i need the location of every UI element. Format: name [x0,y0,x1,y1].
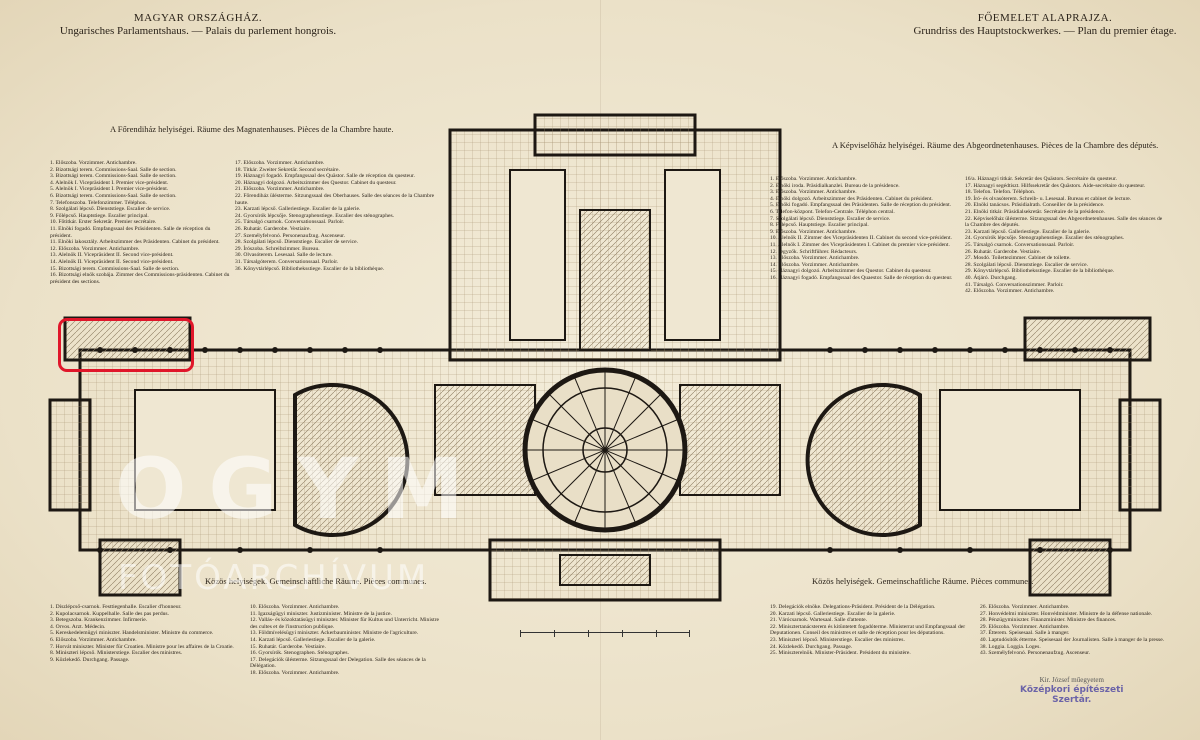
section-lower-house-title: A Képviselőház helyiségei. Räume des Abg… [832,140,1159,150]
stamp-line-3: Szertár. [1052,695,1092,705]
highlight-box [58,318,194,372]
stamp-line-2: Középkori építészeti [1020,685,1124,695]
scale-bar [520,630,690,637]
archive-stamp: Kir. József műegyetem Középkori építésze… [1020,676,1124,705]
section-common-left-title: Közös helyiségek. Gemeinschaftliche Räum… [205,576,427,586]
legend-upper-house-2: 17. Előszoba. Vorzimmer. Antichambre. 18… [235,160,435,272]
header-right: FŐEMELET ALAPRAJZA. Grundriss des Haupts… [900,12,1190,38]
section-common-right-title: Közös helyiségek. Gemeinschaftliche Räum… [812,576,1034,586]
legend-lower-house-2: 16/a. Háznagyi titkár. Sekretär des Quäs… [965,176,1163,295]
legend-common-4: 26. Előszoba. Vorzimmer. Antichambre. 27… [980,604,1165,657]
legend-upper-house-1: 1. Előszoba. Vorzimmer. Antichambre. 2. … [50,160,230,285]
header-right-subtitle: Grundriss des Hauptstockwerkes. — Plan d… [913,25,1177,37]
header-left: MAGYAR ORSZÁGHÁZ. Ungarisches Parlaments… [48,12,348,38]
stamp-line-1: Kir. József műegyetem [1039,676,1104,684]
legend-common-3: 19. Delegációk elnöke. Delegations-Präsi… [770,604,966,657]
header-right-title: FŐEMELET ALAPRAJZA. [977,12,1113,24]
floor-plan-drawing [48,113,1162,602]
legend-common-1: 1. Díszlépcső-csarnok. Festtiegenhalle. … [50,604,234,663]
header-left-title: MAGYAR ORSZÁGHÁZ. [133,12,263,24]
header-left-subtitle: Ungarisches Parlamentshaus. — Palais du … [59,25,337,37]
section-upper-house-title: A Főrendiház helyiségei. Räume des Magna… [110,124,394,134]
legend-common-2: 10. Előszoba. Vorzimmer. Antichambre. 11… [250,604,439,676]
